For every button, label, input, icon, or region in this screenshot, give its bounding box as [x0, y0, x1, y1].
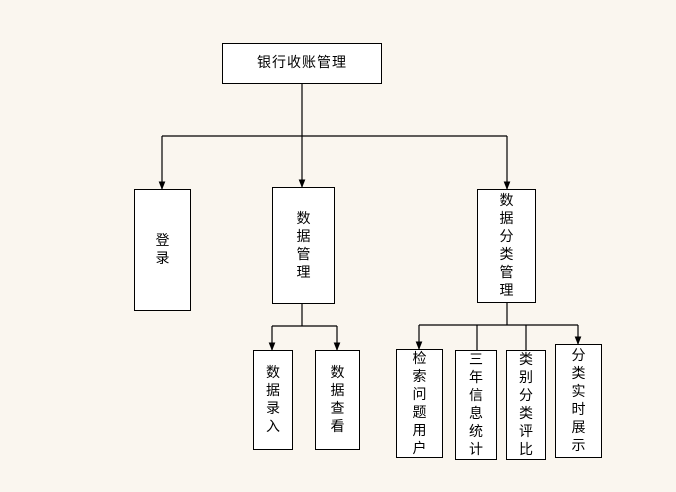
node-realtime-display: 分类实时展示 — [555, 344, 602, 458]
node-login: 登录 — [134, 189, 191, 311]
node-data-view: 数据查看 — [315, 350, 360, 450]
node-login-label: 登录 — [155, 233, 171, 267]
node-search-user-label: 检索问题用户 — [412, 350, 428, 457]
node-data-entry-label: 数据录入 — [266, 365, 281, 435]
node-realtime-display-label: 分类实时展示 — [571, 348, 587, 454]
node-category-eval-label: 类别分类评比 — [519, 352, 534, 458]
node-data-entry: 数据录入 — [253, 350, 293, 450]
node-root-label: 银行收账管理 — [257, 55, 347, 71]
node-category-eval: 类别分类评比 — [506, 350, 546, 460]
node-data-view-label: 数据查看 — [330, 365, 346, 435]
node-data-mgmt-label: 数据管理 — [296, 210, 312, 281]
node-data-mgmt: 数据管理 — [272, 187, 335, 304]
node-data-classify-label: 数据分类管理 — [499, 193, 515, 299]
node-three-year-stats-label: 三年信息统计 — [469, 352, 484, 458]
node-root: 银行收账管理 — [222, 43, 382, 84]
node-three-year-stats: 三年信息统计 — [455, 350, 497, 460]
node-search-user: 检索问题用户 — [396, 349, 443, 458]
node-data-classify: 数据分类管理 — [477, 189, 536, 303]
